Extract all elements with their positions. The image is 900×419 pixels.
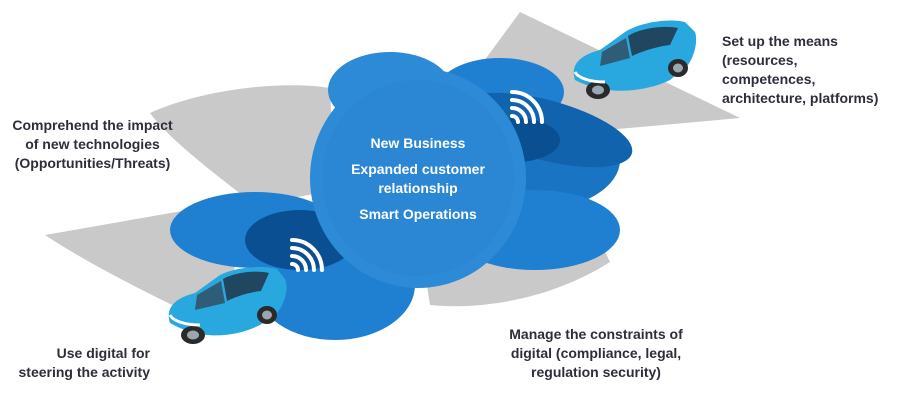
center-line-new-business: New Business — [370, 135, 466, 151]
label-top-left: Comprehend the impact of new technologie… — [12, 117, 173, 171]
label-bottom-left: Use digital for steering the activity — [18, 345, 151, 380]
center-line-expanded-customer: Expanded customer — [351, 160, 485, 177]
center-line-smart-operations: Smart Operations — [359, 205, 477, 222]
car-icon — [573, 20, 697, 99]
center-line-relationship: relationship — [378, 180, 458, 196]
car-icon — [168, 267, 287, 344]
center-text: New Business Expanded customer relations… — [318, 134, 518, 224]
wifi-signal-icon — [290, 238, 324, 272]
cloud-core-shade — [322, 80, 514, 276]
beam-top-left — [150, 85, 335, 205]
wifi-signal-icon — [510, 90, 544, 124]
label-bottom-right: Manage the constraints of digital (compl… — [509, 326, 683, 380]
label-top-right: Set up the means (resources, competences… — [722, 33, 879, 106]
